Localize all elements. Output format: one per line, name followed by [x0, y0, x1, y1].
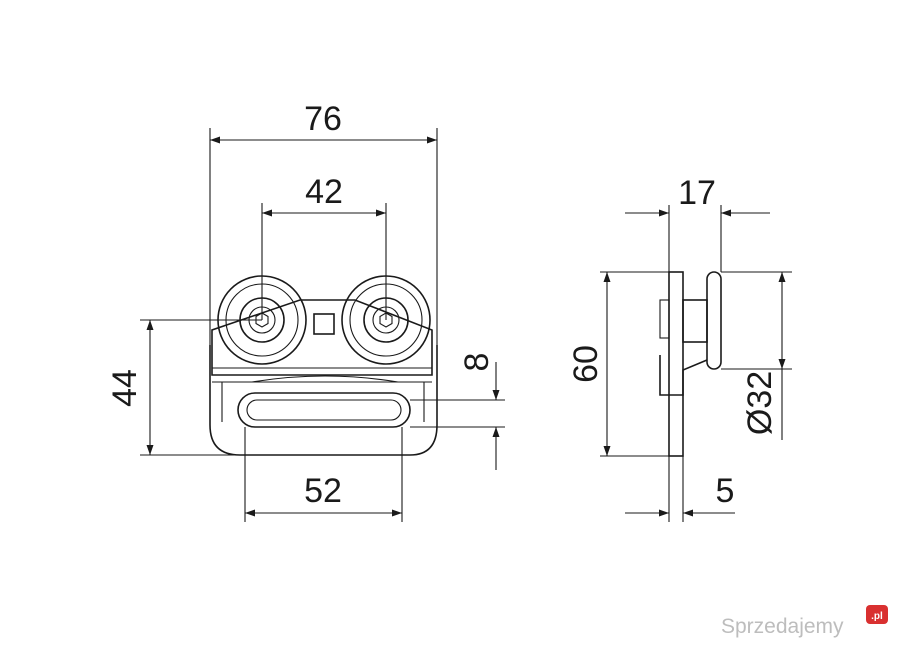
label-wheel-spacing: 42 [305, 173, 343, 211]
front-view [209, 275, 438, 456]
label-overall-width: 76 [304, 100, 342, 138]
side-view [659, 271, 722, 457]
center-stud [313, 313, 335, 335]
front-dimensions [140, 128, 505, 522]
label-side-width: 17 [678, 174, 716, 212]
label-plate-thickness: 5 [716, 472, 735, 510]
watermark-badge: .pl [871, 611, 883, 622]
side-wheel [706, 271, 722, 370]
label-slot-height: 8 [458, 353, 496, 372]
housing-body [211, 299, 433, 376]
side-bracket [659, 355, 708, 396]
watermark-text: Sprzedajemy [721, 615, 844, 638]
label-height-to-axle: 44 [106, 369, 144, 407]
side-plate [668, 271, 684, 457]
label-slot-width: 52 [304, 472, 342, 510]
base-plate [209, 345, 438, 456]
label-side-height: 60 [567, 345, 605, 383]
side-axle-block [682, 299, 708, 343]
side-dimensions [600, 205, 792, 522]
mounting-slot [237, 392, 411, 428]
watermark: Sprzedajemy .pl [721, 605, 888, 638]
label-wheel-diameter: Ø32 [741, 371, 779, 435]
